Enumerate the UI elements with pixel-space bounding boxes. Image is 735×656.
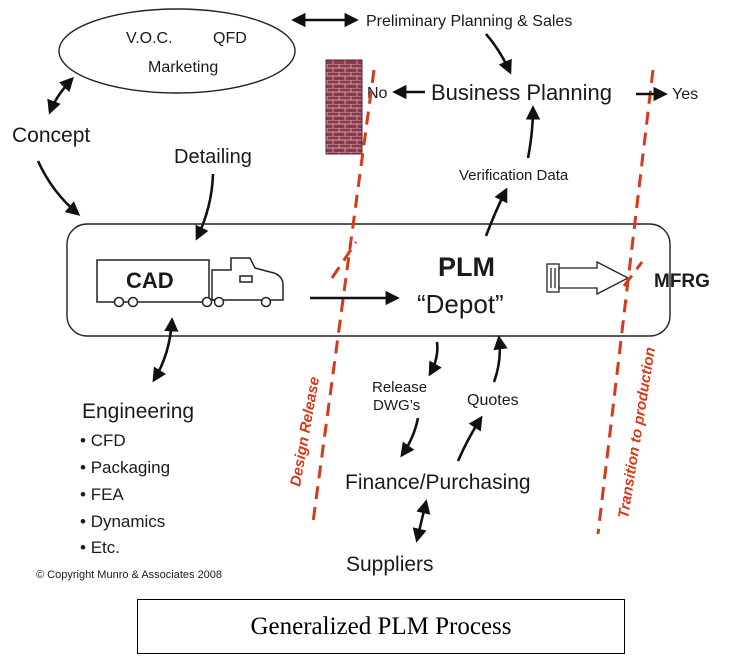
design-release-label: Design Release <box>287 376 323 488</box>
release-label-2: DWG’s <box>373 397 420 414</box>
qfd-label: QFD <box>213 30 247 47</box>
truck-icon <box>96 257 284 308</box>
finance-purchasing-label: Finance/Purchasing <box>345 471 531 494</box>
transition-gate <box>596 69 655 535</box>
arrow-quotes-depot <box>492 335 508 383</box>
arrow-voc-concept <box>47 76 74 115</box>
engineering-list: • CFD • Packaging • FEA • Dynamics • Etc… <box>80 431 170 557</box>
transition-to-production-label: Transition to production <box>615 346 659 520</box>
arrow-depot-verification <box>484 187 508 237</box>
engineering-item: • Etc. <box>80 538 120 557</box>
arrow-concept-plm <box>36 160 81 216</box>
marketing-label: Marketing <box>148 59 218 76</box>
voc-label: V.O.C. <box>126 30 173 47</box>
preliminary-planning-label: Preliminary Planning & Sales <box>366 13 572 30</box>
release-label-1: Release <box>372 379 427 396</box>
verification-data-label: Verification Data <box>459 167 569 184</box>
plm-container <box>66 223 671 337</box>
copyright-text: © Copyright Munro & Associates 2008 <box>36 569 222 581</box>
engineering-item: • Dynamics <box>80 512 165 531</box>
caption-box: Generalized PLM Process <box>137 599 625 654</box>
plm-label: PLM <box>438 252 495 282</box>
mfrg-label: MFRG <box>654 271 710 292</box>
design-release-gate <box>311 69 376 523</box>
output-arrow-icon <box>546 260 630 296</box>
engineering-label: Engineering <box>82 400 194 423</box>
arrow-depot-release <box>428 341 442 377</box>
arrow-finance-suppliers <box>412 499 431 543</box>
quotes-label: Quotes <box>467 392 519 409</box>
brick-wall <box>325 59 363 155</box>
business-planning-label: Business Planning <box>431 80 612 105</box>
detailing-label: Detailing <box>174 146 252 168</box>
suppliers-label: Suppliers <box>346 553 434 576</box>
concept-label: Concept <box>12 124 90 147</box>
engineering-item: • Packaging <box>80 458 170 477</box>
arrow-detailing-cad <box>195 173 215 241</box>
connector-arrows <box>36 12 668 543</box>
depot-label: “Depot” <box>417 289 504 319</box>
arrow-preliminary-business <box>485 33 512 75</box>
arrow-finance-quotes <box>456 415 483 462</box>
cad-label: CAD <box>126 268 174 293</box>
engineering-item: • CFD <box>80 431 126 450</box>
yes-label: Yes <box>672 86 698 103</box>
gate-lines <box>311 69 655 535</box>
voc-ellipse <box>58 8 296 94</box>
engineering-item: • FEA <box>80 485 124 504</box>
arrow-release-finance <box>400 417 420 458</box>
arrow-cad-engineering <box>152 317 179 383</box>
caption-title: Generalized PLM Process <box>250 612 512 640</box>
plm-process-diagram: V.O.C. QFD Marketing Preliminary Plannin… <box>12 8 710 581</box>
no-label: No <box>367 85 388 102</box>
arrow-verification-business <box>525 105 541 159</box>
